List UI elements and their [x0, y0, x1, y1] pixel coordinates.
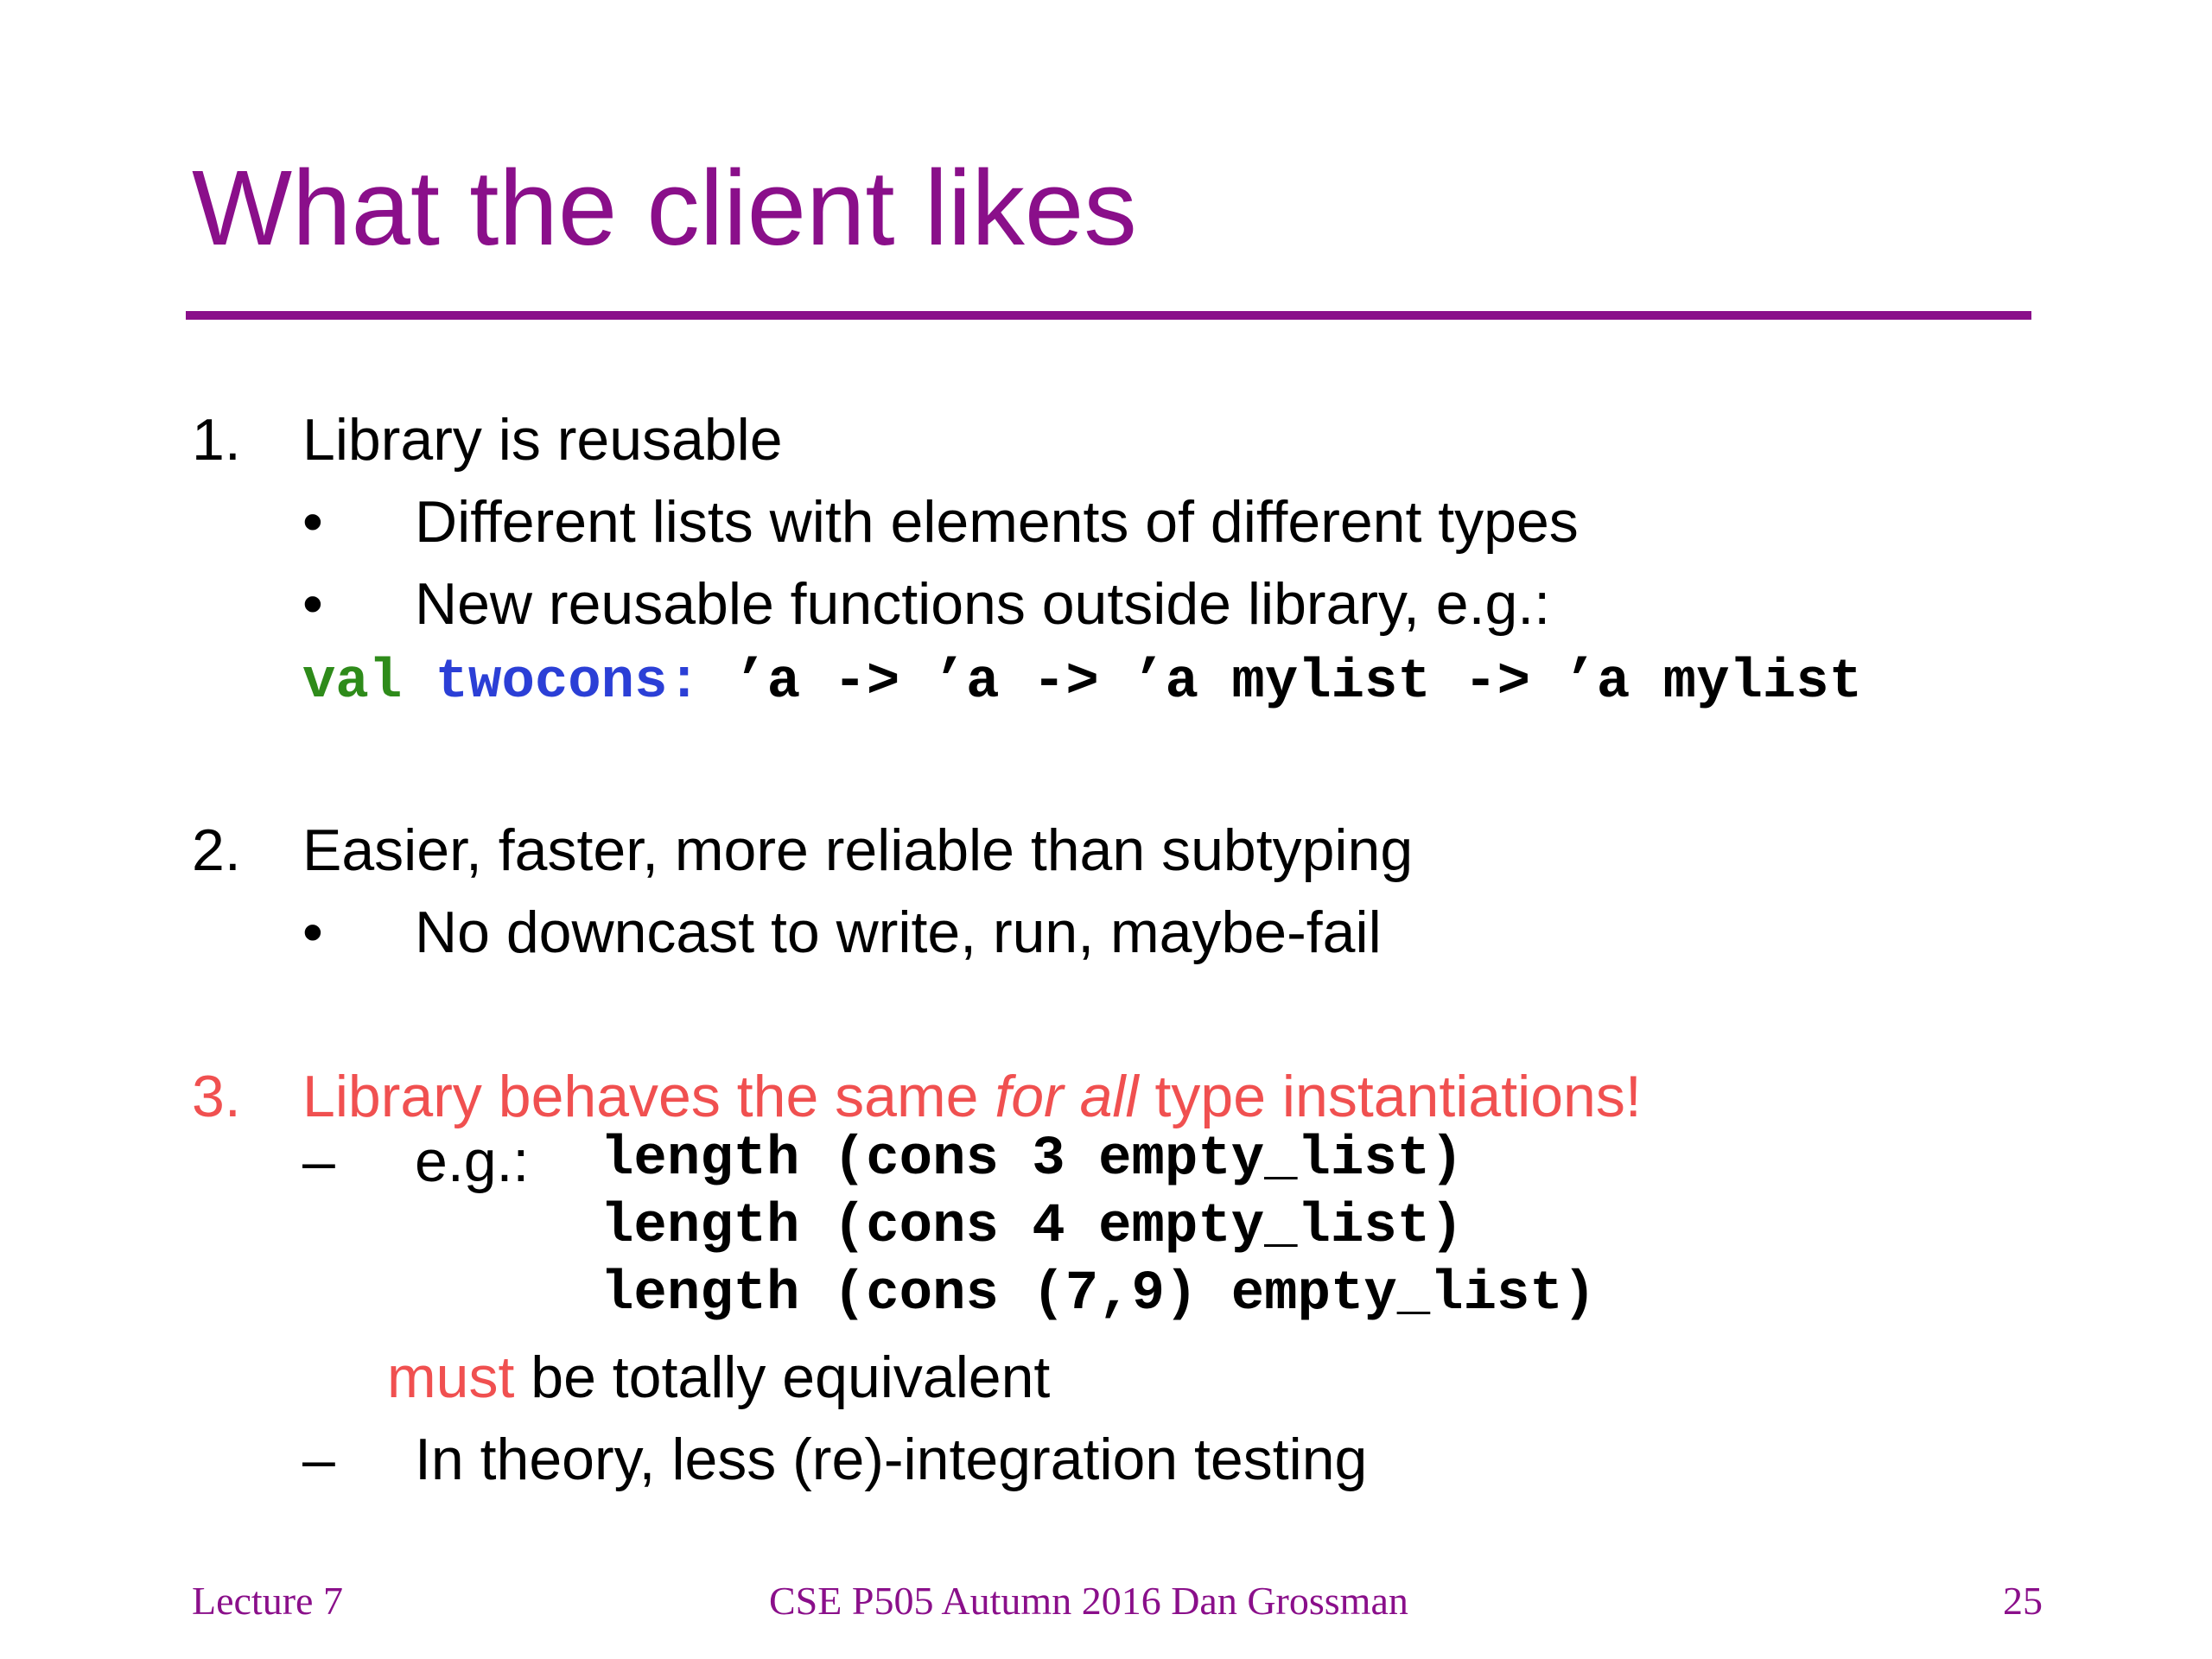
- dash-icon: –: [302, 1427, 335, 1492]
- dash-icon: –: [302, 1128, 335, 1194]
- list-item-3-text: Library behaves the same for all type in…: [302, 1067, 1642, 1126]
- dash-item: – In theory, less (re)-integration testi…: [302, 1427, 1367, 1492]
- code-keyword: val: [302, 652, 403, 714]
- list-number-3: 3.: [192, 1064, 241, 1129]
- bullet-text: New reusable functions outside library, …: [415, 571, 1551, 637]
- emphasis-text: for all: [995, 1064, 1139, 1129]
- must-rest: be totally equivalent: [514, 1344, 1051, 1410]
- list-item-2-text: Easier, faster, more reliable than subty…: [302, 817, 1414, 883]
- must-word: must: [387, 1344, 515, 1410]
- bullet-item: • Different lists with elements of diffe…: [302, 493, 1579, 551]
- bullet-icon: •: [302, 571, 323, 637]
- list-item-3: 3. Library behaves the same for all type…: [192, 1064, 1642, 1129]
- text-segment: type instantiations!: [1138, 1064, 1642, 1129]
- must-equivalent-line: must be totally equivalent: [387, 1348, 1050, 1407]
- slide-title: What the client likes: [192, 149, 1137, 268]
- text-segment: Library behaves the same: [302, 1064, 995, 1129]
- dash-item-example: – e.g.:: [302, 1132, 529, 1191]
- code-type: ’a -> ’a -> ’a mylist -> ’a mylist: [734, 652, 1863, 714]
- footer-lecture: Lecture 7: [192, 1579, 343, 1623]
- list-item-2: 2. Easier, faster, more reliable than su…: [192, 821, 1413, 880]
- bullet-text: No downcast to write, run, maybe-fail: [415, 899, 1382, 965]
- bullet-item: • No downcast to write, run, maybe-fail: [302, 903, 1382, 962]
- code-line: length (cons (7,9) empty_list): [601, 1263, 1597, 1325]
- footer-page-number: 25: [2003, 1579, 2043, 1623]
- bullet-icon: •: [302, 489, 323, 555]
- bullet-text: Different lists with elements of differe…: [415, 489, 1579, 555]
- bullet-icon: •: [302, 899, 323, 965]
- code-line: length (cons 4 empty_list): [601, 1196, 1464, 1258]
- dash-item-text: In theory, less (re)-integration testing: [415, 1427, 1368, 1492]
- code-function-name: twocons:: [435, 652, 701, 714]
- code-signature: val twocons: ’a -> ’a -> ’a mylist -> ’a…: [302, 655, 1862, 710]
- code-line: length (cons 3 empty_list): [601, 1128, 1464, 1191]
- list-item-1: 1. Library is reusable: [192, 410, 783, 469]
- list-item-1-text: Library is reusable: [302, 407, 783, 473]
- bullet-item: • New reusable functions outside library…: [302, 575, 1550, 633]
- list-number-1: 1.: [192, 407, 241, 473]
- list-number-2: 2.: [192, 817, 241, 883]
- example-label: e.g.:: [415, 1128, 530, 1194]
- footer-course: CSE P505 Autumn 2016 Dan Grossman: [769, 1579, 1408, 1623]
- title-underline: [186, 311, 2031, 320]
